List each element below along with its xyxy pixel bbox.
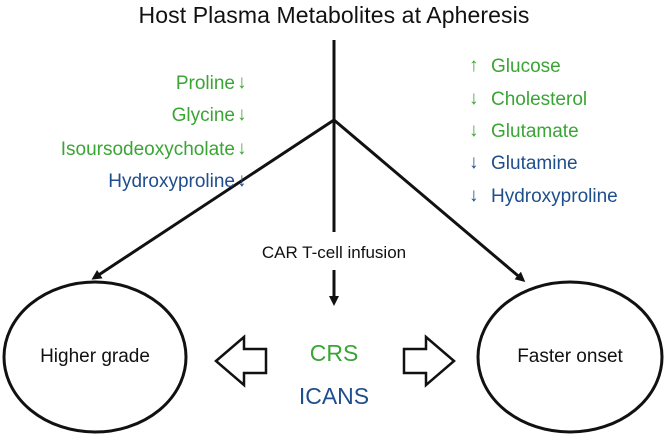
right-metabolite-5: Hydroxyproline <box>491 186 618 207</box>
left-outcome-label: Higher grade <box>40 346 150 367</box>
right-arrow-4: ↓ <box>469 152 479 173</box>
right-arrow-2: ↓ <box>469 88 479 109</box>
left-metabolite-1: Proline <box>175 73 235 94</box>
right-metabolite-3: Glutamate <box>491 121 579 142</box>
left-metabolite-2: Glycine <box>171 105 235 126</box>
right-arrow-1: ↑ <box>469 55 479 76</box>
left-hollow-arrow <box>214 334 268 388</box>
right-outcome-oval <box>476 280 664 434</box>
left-branch-arrow <box>91 118 335 280</box>
left-arrow-3: ↓ <box>237 138 247 159</box>
left-arrow-4: ↓ <box>237 170 247 191</box>
right-branch-arrow <box>333 118 526 282</box>
right-arrow-5: ↓ <box>469 185 479 206</box>
right-arrow-3: ↓ <box>469 120 479 141</box>
infusion-label: CAR T-cell infusion <box>261 243 407 262</box>
right-metabolite-2: Cholesterol <box>491 89 588 110</box>
right-metabolite-4: Glutamine <box>491 153 578 174</box>
left-metabolite-3: Isoursodeoxycholate <box>60 139 235 160</box>
left-arrow-2: ↓ <box>237 104 247 125</box>
right-outcome-label: Faster onset <box>517 346 623 367</box>
left-outcome-oval <box>2 280 188 434</box>
diagram-title: Host Plasma Metabolites at Apheresis <box>138 2 530 28</box>
icans-label: ICANS <box>298 383 370 409</box>
left-metabolite-4: Hydroxyproline <box>108 171 235 192</box>
crs-label: CRS <box>309 340 359 366</box>
left-arrow-1: ↓ <box>237 72 247 93</box>
right-hollow-arrow <box>402 334 456 388</box>
right-metabolite-1: Glucose <box>491 56 561 77</box>
